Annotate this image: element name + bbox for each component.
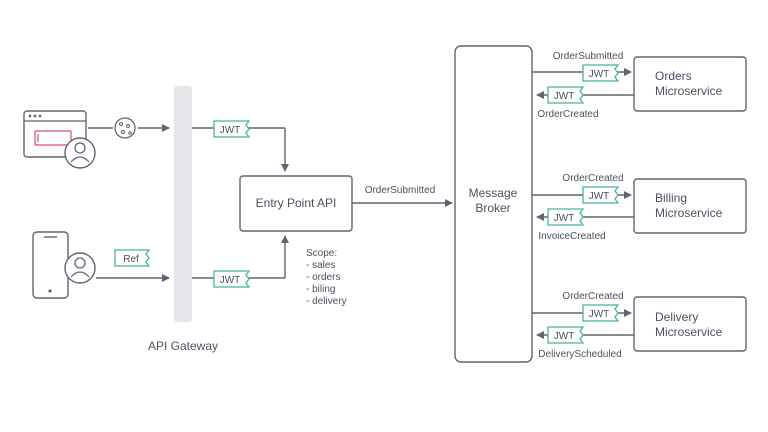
billing-inbound-event: OrderCreated xyxy=(562,173,623,184)
delivery-inbound-event: OrderCreated xyxy=(562,291,623,302)
scope-list: Scope: - sales - orders - biling - deliv… xyxy=(306,248,347,307)
delivery-service-group: Delivery Microservice JWT JWT OrderCreat… xyxy=(532,291,747,360)
cookie-icon xyxy=(114,117,136,139)
api-gateway-label: API Gateway xyxy=(148,339,218,353)
message-broker-box xyxy=(454,45,533,363)
jwt-token: JWT xyxy=(547,326,585,344)
svg-text:JWT: JWT xyxy=(220,275,241,286)
svg-text:- orders: - orders xyxy=(306,272,340,283)
svg-text:Microservice: Microservice xyxy=(655,206,723,220)
jwt-token: JWT xyxy=(582,304,620,322)
svg-text:JWT: JWT xyxy=(220,125,241,136)
billing-outbound-event: InvoiceCreated xyxy=(538,231,605,242)
user-avatar-icon xyxy=(64,252,96,284)
billing-microservice-box xyxy=(633,178,747,234)
jwt-token: JWT xyxy=(582,64,620,82)
jwt-token: JWT xyxy=(582,186,620,204)
jwt-token: JWT xyxy=(547,86,585,104)
svg-text:JWT: JWT xyxy=(554,331,575,342)
svg-text:Billing: Billing xyxy=(655,191,687,205)
svg-text:Microservice: Microservice xyxy=(655,84,723,98)
svg-text:Delivery: Delivery xyxy=(655,310,698,324)
jwt-token: JWT xyxy=(547,208,585,226)
message-broker-label-line1: Message xyxy=(469,186,518,200)
delivery-outbound-event: DeliveryScheduled xyxy=(538,349,621,360)
orders-service-group: Orders Microservice JWT JWT OrderSubmitt… xyxy=(532,51,747,120)
orders-inbound-event: OrderSubmitted xyxy=(553,51,624,62)
user-avatar-icon xyxy=(64,137,96,169)
login-field xyxy=(34,130,72,146)
order-submitted-label: OrderSubmitted xyxy=(365,185,436,196)
svg-text:Orders: Orders xyxy=(655,69,692,83)
svg-text:Microservice: Microservice xyxy=(655,325,723,339)
orders-microservice-box xyxy=(633,56,747,112)
message-broker-label-line2: Broker xyxy=(475,201,510,215)
mobile-client-icon xyxy=(32,231,69,299)
entry-point-api-label: Entry Point API xyxy=(256,196,337,210)
svg-text:JWT: JWT xyxy=(589,191,610,202)
ref-token-label: Ref xyxy=(123,254,139,265)
jwt-token: JWT xyxy=(213,270,251,288)
svg-text:Scope:: Scope: xyxy=(306,248,337,259)
delivery-microservice-box xyxy=(633,296,747,352)
svg-text:JWT: JWT xyxy=(589,69,610,80)
svg-text:- biling: - biling xyxy=(306,284,335,295)
svg-text:JWT: JWT xyxy=(554,213,575,224)
api-gateway-bar xyxy=(174,86,192,322)
jwt-token: JWT xyxy=(213,120,251,138)
billing-service-group: Billing Microservice JWT JWT OrderCreate… xyxy=(532,173,747,242)
ref-token: Ref xyxy=(114,249,151,267)
svg-text:JWT: JWT xyxy=(589,309,610,320)
svg-text:- sales: - sales xyxy=(306,260,335,271)
orders-outbound-event: OrderCreated xyxy=(537,109,598,120)
svg-text:JWT: JWT xyxy=(554,91,575,102)
svg-text:- delivery: - delivery xyxy=(306,296,347,307)
